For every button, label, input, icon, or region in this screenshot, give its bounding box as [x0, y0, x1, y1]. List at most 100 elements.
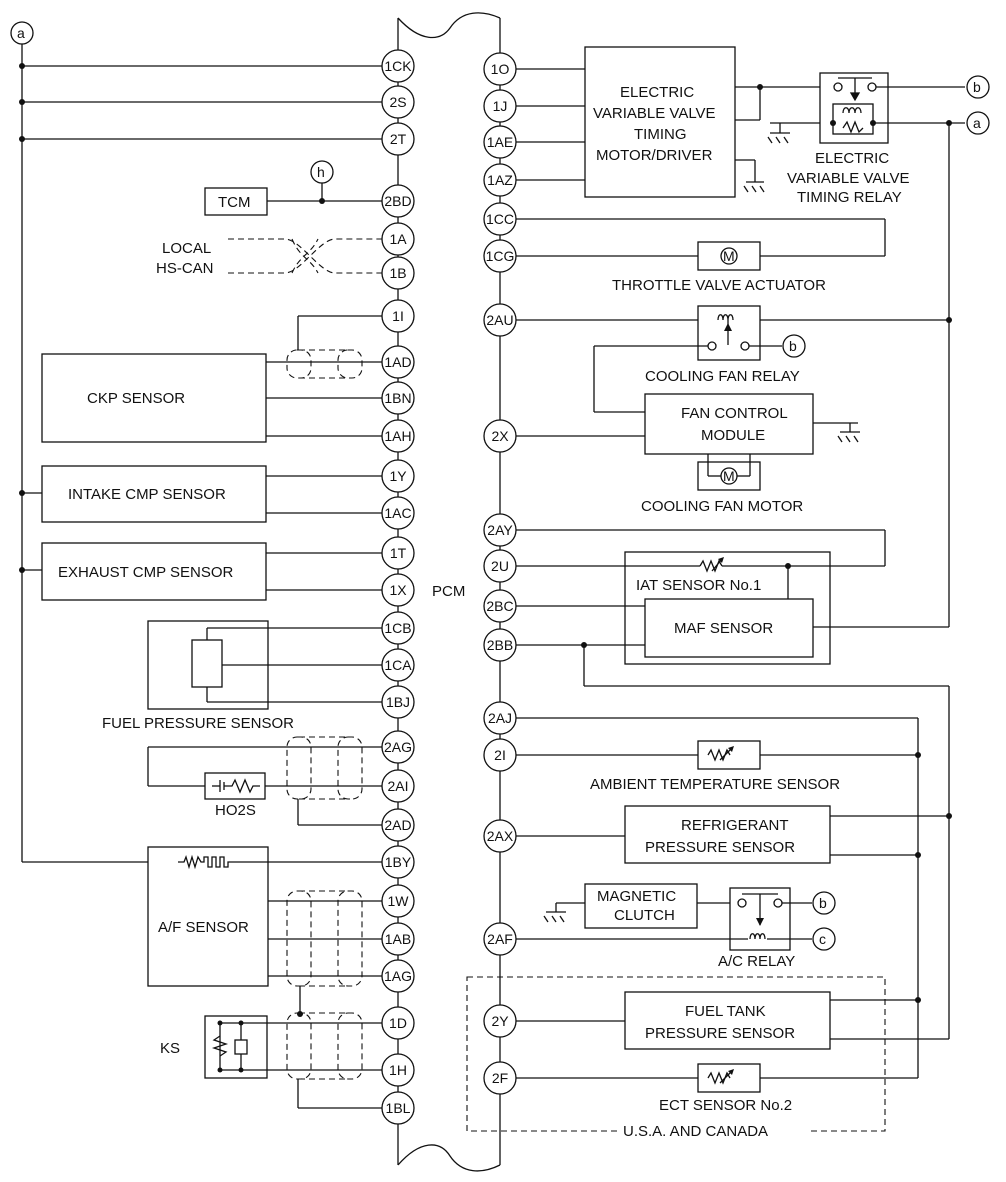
ect-sensor-box: [697, 1063, 761, 1093]
connector-a-label: a: [17, 25, 25, 41]
left-pin-label-1ab: 1AB: [385, 931, 411, 947]
left-pin-label-2bd: 2BD: [384, 193, 411, 209]
left-pin-label-1bl: 1BL: [386, 1100, 411, 1116]
cooling-fan-motor-label: COOLING FAN MOTOR: [641, 498, 803, 515]
left-pin-circle-1w: [381, 884, 415, 918]
left-pin-label-1h: 1H: [389, 1062, 407, 1078]
left-pin-label-1a: 1A: [389, 231, 407, 247]
left-pin-circle-1cb: [381, 611, 415, 645]
left-pin-label-1d: 1D: [389, 1015, 407, 1031]
right-pin-label-2aj: 2AJ: [488, 710, 512, 726]
cooling-fan-motor-symbol: M: [723, 468, 735, 484]
intake-cmp-sensor-box: [41, 465, 267, 523]
left-pin-circle-2ag: [381, 730, 415, 764]
right-pin-label-2ay: 2AY: [487, 522, 513, 538]
left-pin-circle-1i: [381, 299, 415, 333]
left-pin-circle-1bj: [381, 685, 415, 719]
left-pin-circle-1a: [381, 222, 415, 256]
left-pin-label-2ag: 2AG: [384, 739, 412, 755]
hs-can-label-1: LOCAL: [162, 240, 211, 257]
left-pin-circle-1d: [381, 1006, 415, 1040]
left-pin-label-2ai: 2AI: [387, 778, 408, 794]
right-pin-label-2u: 2U: [491, 558, 509, 574]
throttle-motor-symbol: M: [723, 248, 735, 264]
magnetic-clutch-label-2: CLUTCH: [614, 907, 675, 924]
connector-b-label-1: b: [973, 79, 981, 95]
fuel-tank-pressure-sensor-box: [624, 991, 831, 1050]
left-pin-label-2t: 2T: [390, 131, 407, 147]
left-pin-label-1ac: 1AC: [384, 505, 411, 521]
left-pin-circle-1ac: [381, 496, 415, 530]
right-pin-label-2f: 2F: [492, 1070, 508, 1086]
tcm-label: TCM: [218, 194, 251, 211]
left-pin-circle-1h: [381, 1053, 415, 1087]
left-pin-circle-1ab: [381, 922, 415, 956]
left-pin-group: 1CK2S2T2BD1A1B1I1AD1BN1AH1Y1AC1T1X1CB1CA…: [381, 49, 415, 1125]
connector-b-tag-1: [966, 75, 990, 99]
left-pin-label-1ag: 1AG: [384, 968, 412, 984]
refrigerant-pressure-sensor-box: [624, 805, 831, 864]
evvt-motor-label-2: VARIABLE VALVE: [593, 105, 716, 122]
left-pin-circle-2s: [381, 85, 415, 119]
ambient-temp-sensor-label: AMBIENT TEMPERATURE SENSOR: [590, 776, 840, 793]
maf-sensor-box: [644, 598, 814, 658]
right-pin-label-1ae: 1AE: [487, 134, 513, 150]
cooling-fan-relay-label: COOLING FAN RELAY: [645, 368, 800, 385]
ho2s-label: HO2S: [215, 802, 256, 819]
right-pin-label-1cc: 1CC: [486, 211, 514, 227]
left-pin-circle-1ad: [381, 345, 415, 379]
left-pin-label-1ca: 1CA: [384, 657, 412, 673]
connector-a-label-2: a: [973, 115, 981, 131]
left-pin-label-1b: 1B: [389, 265, 406, 281]
left-pin-circle-1ah: [381, 419, 415, 453]
pcm-label: PCM: [432, 583, 465, 600]
left-pin-circle-1b: [381, 256, 415, 290]
evvt-relay-label-2: VARIABLE VALVE: [787, 170, 910, 187]
evvt-relay-label-3: TIMING RELAY: [797, 189, 902, 206]
ambient-temp-sensor-box: [697, 740, 761, 770]
evvt-motor-driver-box: [584, 46, 736, 198]
exhaust-cmp-sensor-label: EXHAUST CMP SENSOR: [58, 564, 233, 581]
fan-control-module-box: [644, 393, 814, 455]
magnetic-clutch-label-1: MAGNETIC: [597, 888, 676, 905]
right-pin-label-2x: 2X: [491, 428, 509, 444]
connector-b-label-2: b: [789, 338, 797, 354]
left-pin-label-1by: 1BY: [385, 854, 412, 870]
ks-label: KS: [160, 1040, 180, 1057]
fan-control-label-2: MODULE: [701, 427, 765, 444]
iat-sensor-label: IAT SENSOR No.1: [636, 577, 761, 594]
fuel-tank-label-2: PRESSURE SENSOR: [645, 1025, 795, 1042]
left-pin-label-1ah: 1AH: [384, 428, 411, 444]
left-pin-circle-2ad: [381, 808, 415, 842]
right-pin-label-2af: 2AF: [487, 931, 513, 947]
left-pin-label-2ad: 2AD: [384, 817, 411, 833]
right-pin-label-1o: 1O: [491, 61, 510, 77]
left-pin-circle-1ag: [381, 959, 415, 993]
right-circuits: ELECTRIC VARIABLE VALVE TIMING MOTOR/DRI…: [466, 46, 990, 1140]
right-pin-label-2ax: 2AX: [487, 828, 514, 844]
ckp-sensor-box: [41, 353, 267, 443]
right-pin-label-2y: 2Y: [491, 1013, 509, 1029]
connector-b-label-3: b: [819, 895, 827, 911]
right-pin-label-2bc: 2BC: [486, 598, 513, 614]
left-pin-label-1ck: 1CK: [384, 58, 412, 74]
ect-sensor-label: ECT SENSOR No.2: [659, 1097, 792, 1114]
left-pin-circle-1bn: [381, 381, 415, 415]
fan-control-label-1: FAN CONTROL: [681, 405, 788, 422]
left-pin-circle-1ck: [381, 49, 415, 83]
connector-b-tag-3: [812, 891, 836, 915]
tcm-box: [204, 187, 268, 216]
right-pin-label-2bb: 2BB: [487, 637, 513, 653]
region-note-label: U.S.A. AND CANADA: [623, 1123, 768, 1140]
right-pin-label-2au: 2AU: [486, 312, 513, 328]
left-pin-label-1bj: 1BJ: [386, 694, 410, 710]
left-pin-label-1w: 1W: [388, 893, 410, 909]
ckp-sensor-label: CKP SENSOR: [87, 390, 185, 407]
throttle-actuator-box: [697, 241, 761, 271]
cooling-fan-relay-box: [697, 305, 761, 361]
connector-h-label: h: [317, 164, 325, 180]
connector-c-label: c: [819, 931, 826, 947]
af-sensor-label: A/F SENSOR: [158, 919, 249, 936]
left-pin-circle-1bl: [381, 1091, 415, 1125]
